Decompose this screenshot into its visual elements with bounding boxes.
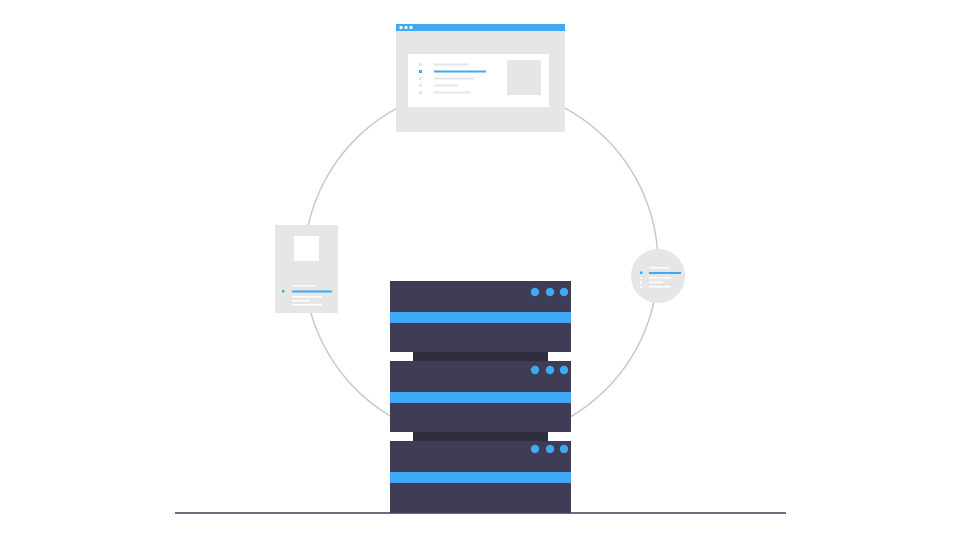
browser-list <box>419 63 486 94</box>
list-line <box>434 84 458 87</box>
list-line <box>434 91 470 94</box>
browser-window-icon <box>396 24 565 132</box>
document-card-icon <box>275 225 338 313</box>
bubble-bullet <box>640 281 642 284</box>
bubble-bullet <box>640 286 642 288</box>
status-light <box>545 365 555 375</box>
server-connector <box>413 352 548 362</box>
list-bullet <box>419 91 422 94</box>
browser-dot <box>399 25 403 30</box>
status-light <box>559 444 569 454</box>
status-light <box>530 365 540 375</box>
server-rack-icon <box>390 281 571 513</box>
list-bullet <box>419 63 422 66</box>
document-bullet-active <box>282 290 285 293</box>
bubble-line <box>649 267 669 269</box>
document-line <box>292 285 316 287</box>
status-light <box>530 287 540 297</box>
server-stripe <box>390 392 571 403</box>
server-unit <box>390 441 571 513</box>
status-light <box>559 365 569 375</box>
document-line-active <box>292 290 332 293</box>
bubble-line <box>649 286 671 288</box>
bubble-bullet <box>640 277 642 279</box>
status-light <box>545 444 555 454</box>
server-unit <box>390 361 571 432</box>
status-light <box>530 444 540 454</box>
browser-dot <box>409 25 413 30</box>
server-connector <box>413 432 548 442</box>
server-stripe <box>390 312 571 323</box>
list-line <box>434 63 468 66</box>
list-bullet <box>419 84 422 87</box>
document-line <box>292 300 310 302</box>
status-light <box>545 287 555 297</box>
list-bubble-icon <box>631 249 685 303</box>
document-line <box>292 296 322 298</box>
list-bullet <box>419 77 422 80</box>
bubble-bullet-active <box>640 271 643 274</box>
list-bullet-active <box>419 70 422 73</box>
list-line <box>434 77 474 80</box>
server-stripe <box>390 472 571 483</box>
server-unit <box>390 281 571 352</box>
status-light <box>559 287 569 297</box>
browser-titlebar <box>396 24 565 31</box>
document-image-placeholder <box>294 236 319 261</box>
browser-dot <box>404 25 408 30</box>
bubble-line <box>649 277 671 279</box>
bubble-background <box>631 249 685 303</box>
list-line-active <box>434 70 486 73</box>
bubble-line <box>649 281 663 283</box>
image-placeholder <box>507 60 541 95</box>
bubble-line-active <box>649 272 681 274</box>
document-line <box>292 304 322 306</box>
